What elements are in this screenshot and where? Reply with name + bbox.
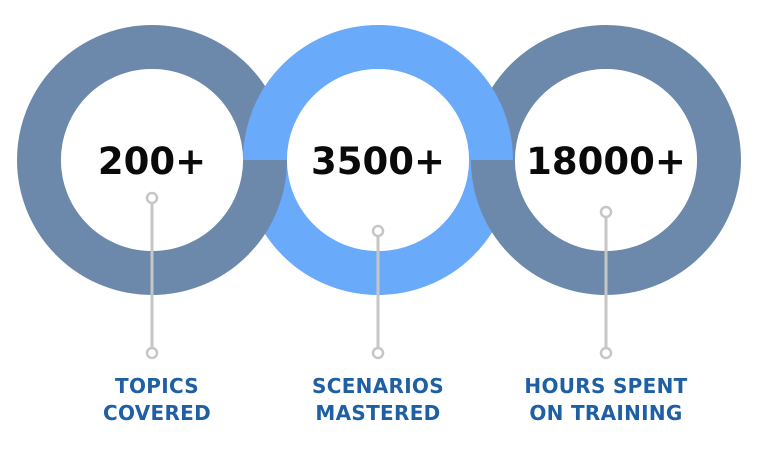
stat-value-hours: 18000+	[526, 140, 686, 183]
connector-right	[599, 205, 613, 360]
stat-label-scenarios-line1: SCENARIOS	[312, 374, 444, 398]
ring-right-top	[471, 25, 741, 160]
stat-label-topics-line2: COVERED	[102, 401, 212, 425]
stat-label-scenarios-line2: MASTERED	[315, 401, 441, 425]
disc-left	[61, 69, 243, 251]
stat-label-hours: HOURS SPENT ON TRAINING	[486, 373, 726, 427]
ring-middle-top	[243, 25, 513, 160]
stat-label-hours-line1: HOURS SPENT	[524, 374, 688, 398]
stat-label-topics-line1: TOPICS	[115, 374, 199, 398]
stat-value-scenarios: 3500+	[311, 140, 445, 183]
disc-right	[515, 69, 697, 251]
stat-label-scenarios: SCENARIOS MASTERED	[258, 373, 498, 427]
connector-left	[145, 191, 159, 360]
stat-label-topics: TOPICS COVERED	[37, 373, 277, 427]
stat-value-topics: 200+	[97, 140, 207, 183]
stat-label-hours-line2: ON TRAINING	[529, 401, 683, 425]
connector-middle	[371, 224, 385, 360]
ring-left-top	[17, 25, 287, 160]
disc-middle	[287, 69, 469, 251]
